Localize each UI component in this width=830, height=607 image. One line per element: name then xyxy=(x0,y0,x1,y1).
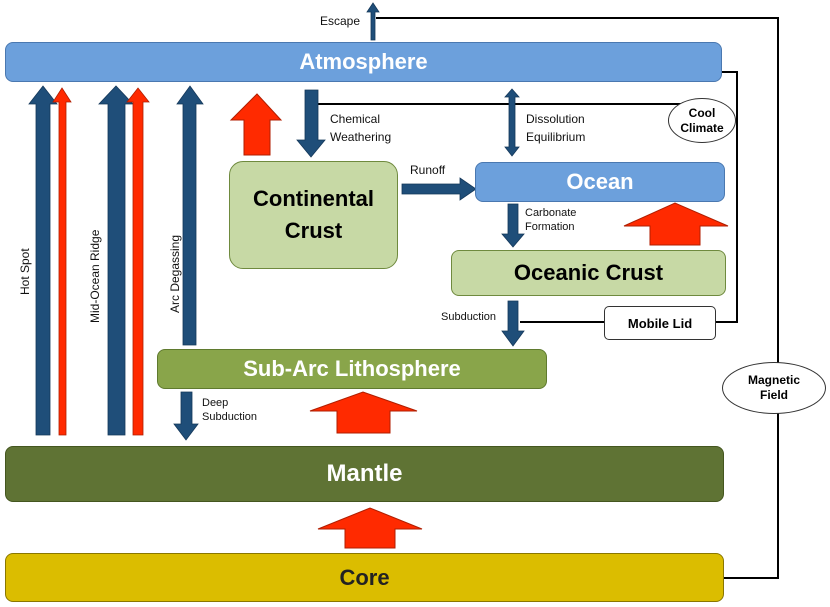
dissolution-equilibrium-arrow xyxy=(504,88,520,157)
cool-climate-oval: Cool Climate xyxy=(668,98,736,143)
arc-degassing-arrow xyxy=(176,85,204,346)
cool-climate-label: Cool Climate xyxy=(680,105,724,135)
core-label: Core xyxy=(339,564,390,590)
oceanic-crust-heat-arrow xyxy=(623,202,729,246)
carbonate-formation-arrow xyxy=(501,203,525,248)
mantle-box: Mantle xyxy=(5,446,724,502)
magnetic-field-oval: Magnetic Field xyxy=(722,362,826,414)
oceanic-crust-box: Oceanic Crust xyxy=(451,250,726,296)
magnetic-field-line xyxy=(376,17,779,579)
atmosphere-box: Atmosphere xyxy=(5,42,722,82)
escape-label: Escape xyxy=(320,14,361,28)
mobile-lid-label: Mobile Lid xyxy=(627,315,693,331)
sub-arc-lithosphere-label: Sub-Arc Lithosphere xyxy=(243,356,461,381)
ocean-box: Ocean xyxy=(475,162,725,202)
continental-heat-arrow xyxy=(229,93,283,156)
chemical-weathering-label: Chemical Weathering xyxy=(330,112,392,144)
arc-degassing-label: Arc Degassing xyxy=(168,234,182,313)
deep-subduction-label: Deep Subduction xyxy=(202,397,258,423)
mid-ocean-ridge-heat-arrow xyxy=(126,87,150,436)
hot-spot-heat-arrow xyxy=(52,87,72,436)
dissolution-equilibrium-label: Dissolution Equilibrium xyxy=(526,112,586,144)
magnetic-field-label: Magnetic Field xyxy=(747,373,800,402)
atmosphere-label: Atmosphere xyxy=(299,49,428,74)
cool-climate-line xyxy=(716,71,738,323)
escape-arrow xyxy=(366,2,380,41)
core-heat-arrow xyxy=(317,507,423,549)
mantle-heat-arrow xyxy=(309,391,418,434)
mantle-label: Mantle xyxy=(326,460,403,487)
mobile-lid-box: Mobile Lid xyxy=(604,306,716,340)
runoff-label: Runoff xyxy=(410,163,446,177)
chemical-weathering-arrow xyxy=(296,89,326,158)
ocean-label: Ocean xyxy=(566,169,634,194)
core-box: Core xyxy=(5,553,724,602)
runoff-arrow xyxy=(401,177,477,201)
continental-crust-label: Continental Crust xyxy=(253,186,374,243)
sub-arc-lithosphere-box: Sub-Arc Lithosphere xyxy=(157,349,547,389)
mid-ocean-ridge-label: Mid-Ocean Ridge xyxy=(88,229,102,323)
continental-crust-box: Continental Crust xyxy=(229,161,398,269)
mid-ocean-ridge-arrow xyxy=(98,85,134,436)
deep-subduction-arrow xyxy=(173,391,199,441)
hot-spot-label: Hot Spot xyxy=(18,248,32,295)
oceanic-crust-label: Oceanic Crust xyxy=(513,260,664,285)
hot-spot-arrow xyxy=(28,85,58,436)
subduction-arrow xyxy=(501,300,525,347)
carbonate-formation-label: Carbonate Formation xyxy=(525,207,577,233)
subduction-label: Subduction xyxy=(441,311,497,323)
